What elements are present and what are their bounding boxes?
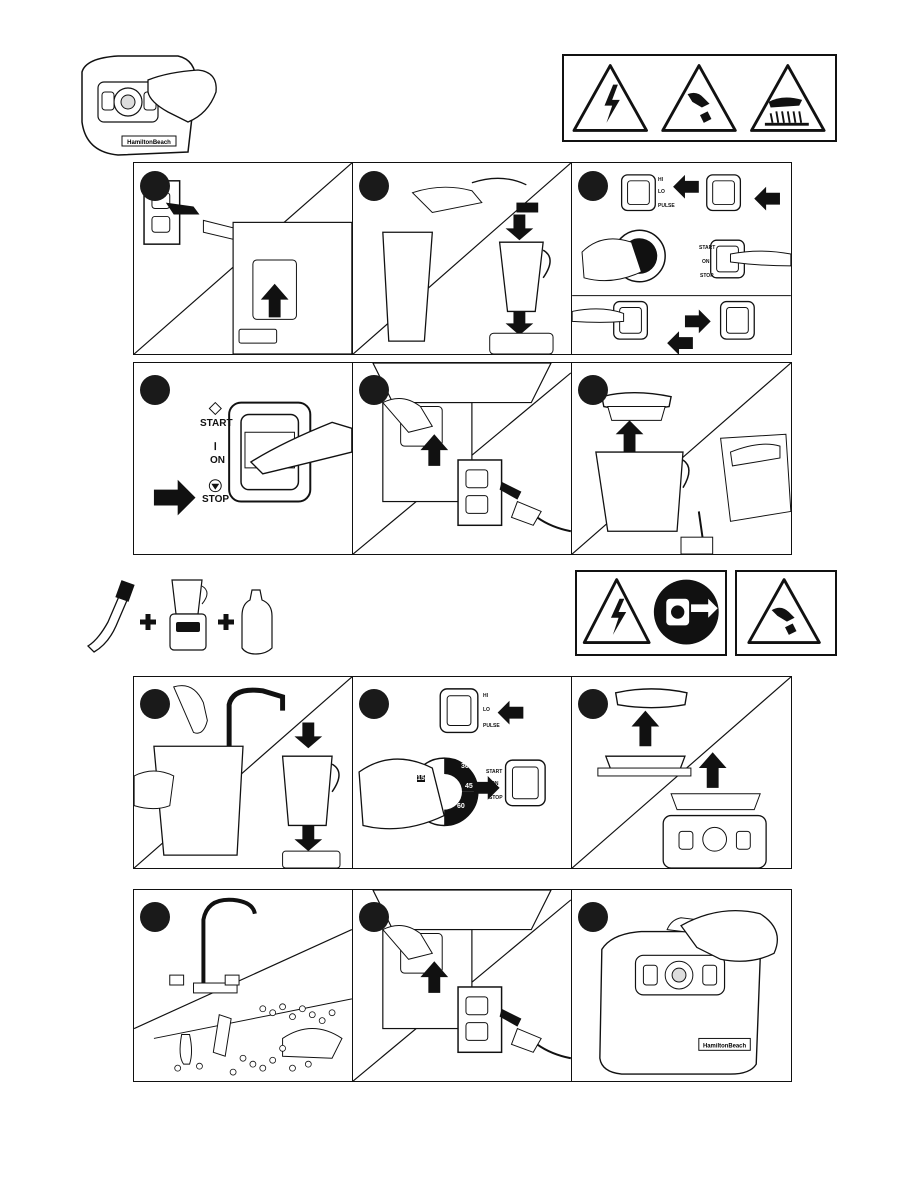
step-panel-pour <box>571 362 792 555</box>
step-marker <box>359 171 389 201</box>
step-panel-start-stop: START ON STOP <box>133 362 353 555</box>
lightning-warning-icon <box>582 578 651 644</box>
timer-mark-15: 15 <box>417 775 425 782</box>
label-stop-big: STOP <box>202 494 230 505</box>
timer-mark-30: 30 <box>461 763 469 770</box>
step-marker <box>140 902 170 932</box>
warning-panel-top <box>562 54 837 142</box>
intro-control-panel-illustration: HamiltonBeach <box>78 52 228 157</box>
hand-blade-warning-icon <box>747 578 821 644</box>
step-panel-select-speed: HI LO PULSE START ON STOP <box>571 162 792 355</box>
lightning-warning-icon <box>572 64 648 132</box>
step-panel-wipe-base: HamiltonBeach <box>571 889 792 1082</box>
label-stop-2: STOP <box>489 795 503 801</box>
label-hi-2: HI <box>483 693 488 699</box>
step-panel-timer: HI LO PULSE START ON STOP 15 30 45 60 <box>352 676 572 869</box>
label-on-big: ON <box>210 455 225 466</box>
cleaning-supplies-illustration <box>80 570 280 655</box>
step-marker <box>140 689 170 719</box>
label-on: ON <box>702 259 710 265</box>
label-start-big: START <box>200 418 233 429</box>
timer-mark-60: 60 <box>457 803 465 810</box>
intro-brand-logo: HamiltonBeach <box>127 140 171 146</box>
unplug-icon <box>653 579 719 645</box>
blender-icon <box>169 579 208 651</box>
label-lo: LO <box>658 189 665 195</box>
label-start-2: START <box>486 769 503 775</box>
warning-panel-blade <box>735 570 837 656</box>
label-hi: HI <box>658 177 663 183</box>
step-marker <box>359 689 389 719</box>
step-panel-add-ingredients <box>352 162 572 355</box>
step-panel-disassemble <box>571 676 792 869</box>
step-marker <box>140 171 170 201</box>
step-marker <box>359 902 389 932</box>
warning-panel-unplug <box>575 570 727 656</box>
step-marker <box>578 902 608 932</box>
step-marker <box>140 375 170 405</box>
label-stop: STOP <box>700 273 714 279</box>
step-panel-plug-in <box>133 162 353 355</box>
step-panel-wash-parts <box>133 889 353 1082</box>
step-marker <box>578 375 608 405</box>
timer-mark-45: 45 <box>465 783 473 790</box>
dish-soap-icon <box>241 589 273 655</box>
hand-blade-warning-icon <box>661 64 737 132</box>
step-marker <box>359 375 389 405</box>
base-brand-logo: HamiltonBeach <box>703 1043 746 1049</box>
step-panel-fill-water <box>133 676 353 869</box>
step-panel-unplug <box>352 362 572 555</box>
label-pulse: PULSE <box>658 203 675 209</box>
step-marker <box>578 171 608 201</box>
label-pulse-2: PULSE <box>483 723 500 729</box>
label-start: START <box>699 245 716 251</box>
hot-surface-warning-icon <box>750 64 826 132</box>
step-panel-unplug-2 <box>352 889 572 1082</box>
label-lo-2: LO <box>483 707 490 713</box>
label-on-2: ON <box>491 781 499 787</box>
step-marker <box>578 689 608 719</box>
brush-icon <box>86 580 135 653</box>
